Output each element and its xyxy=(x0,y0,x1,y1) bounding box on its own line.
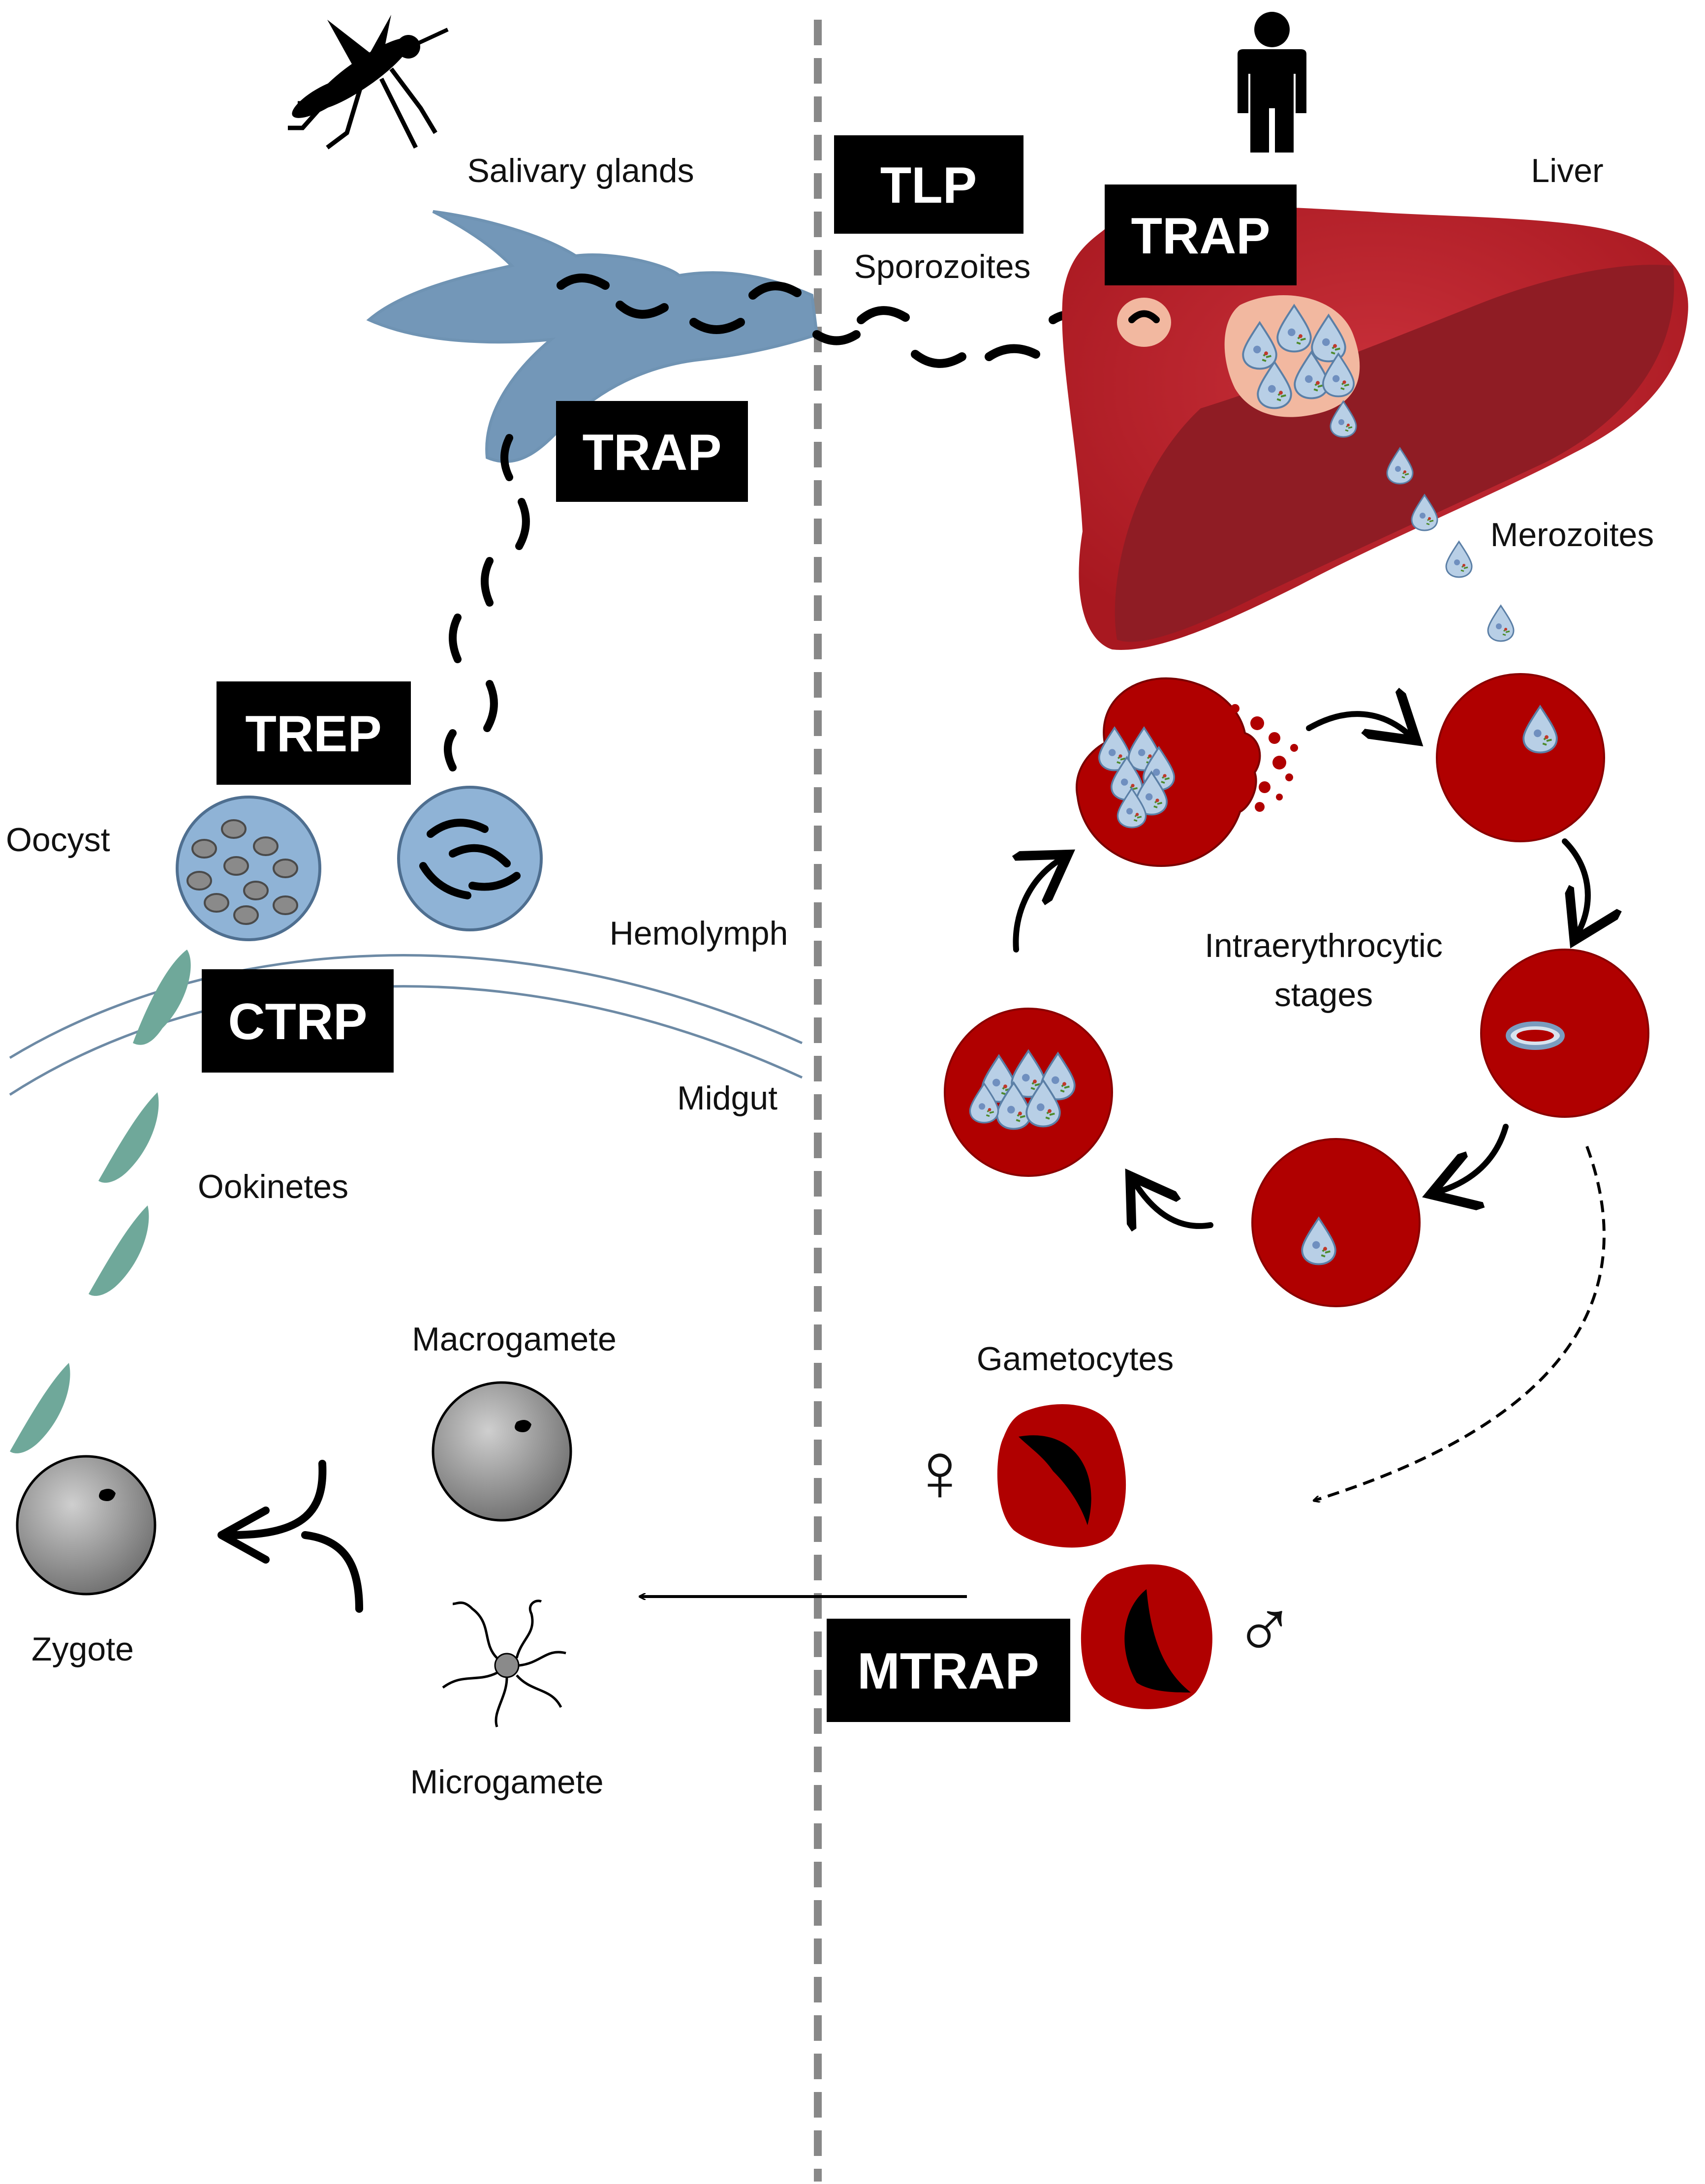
human-icon xyxy=(1238,12,1306,153)
svg-text:CTRP: CTRP xyxy=(228,993,367,1050)
microgamete xyxy=(442,1600,566,1727)
rbc-schizont xyxy=(944,1008,1113,1177)
rbc-ring-stage xyxy=(1436,673,1605,842)
macrogamete xyxy=(432,1381,572,1522)
mosquito-icon xyxy=(288,15,449,150)
protein-label-trep: TREP xyxy=(217,681,411,785)
ookinetes xyxy=(10,950,191,1453)
hepatocyte-infected xyxy=(1117,295,1360,417)
label-liver: Liver xyxy=(1531,152,1603,189)
female-gametocyte xyxy=(997,1404,1126,1548)
male-symbol: ♂ xyxy=(1233,1583,1296,1676)
sporozoite-migration-chain xyxy=(444,434,530,771)
gametocyte-differentiation-arrow xyxy=(1314,1145,1606,1501)
zygote xyxy=(16,1455,156,1596)
label-hemolymph: Hemolymph xyxy=(610,915,788,952)
label-oocyst: Oocyst xyxy=(6,821,110,859)
svg-text:TRAP: TRAP xyxy=(1131,208,1270,265)
rbc-early-trophozoite xyxy=(1251,1138,1421,1307)
rbc-trophozoite xyxy=(1480,949,1649,1118)
label-salivary-glands: Salivary glands xyxy=(467,152,694,189)
label-zygote: Zygote xyxy=(31,1630,134,1668)
svg-text:TREP: TREP xyxy=(245,706,381,763)
protein-label-trap-salivary: TRAP xyxy=(556,401,748,502)
label-ookinetes: Ookinetes xyxy=(198,1168,348,1205)
protein-label-trap-liver: TRAP xyxy=(1105,185,1297,285)
label-merozoites: Merozoites xyxy=(1490,516,1654,554)
protein-label-ctrp: CTRP xyxy=(202,969,394,1073)
oocyst-immature xyxy=(176,796,321,941)
svg-text:TLP: TLP xyxy=(880,157,977,214)
label-midgut: Midgut xyxy=(677,1079,777,1117)
oocyst-mature xyxy=(397,786,543,931)
female-symbol: ♀ xyxy=(908,1425,971,1519)
intraerythrocytic-cycle-arrows xyxy=(1016,714,1587,1226)
rbc-schizont-rupturing xyxy=(1076,677,1298,867)
label-stages: stages xyxy=(1274,976,1373,1014)
salivary-glands-shape xyxy=(366,210,819,463)
label-intraerythrocytic: Intraerythrocytic xyxy=(1205,927,1443,964)
midgut-wall xyxy=(9,954,803,1096)
liver-shape xyxy=(1062,206,1688,650)
protein-label-tlp: TLP xyxy=(834,135,1023,234)
male-gametocyte xyxy=(1081,1564,1212,1709)
label-gametocytes: Gametocytes xyxy=(977,1340,1174,1378)
label-macrogamete: Macrogamete xyxy=(412,1321,617,1358)
label-sporozoites: Sporozoites xyxy=(854,248,1030,285)
label-microgamete: Microgamete xyxy=(410,1763,603,1801)
svg-text:TRAP: TRAP xyxy=(582,424,721,481)
fertilization-arrow xyxy=(217,1460,363,1613)
protein-label-mtrap: MTRAP xyxy=(827,1619,1070,1722)
svg-text:MTRAP: MTRAP xyxy=(857,1643,1039,1700)
